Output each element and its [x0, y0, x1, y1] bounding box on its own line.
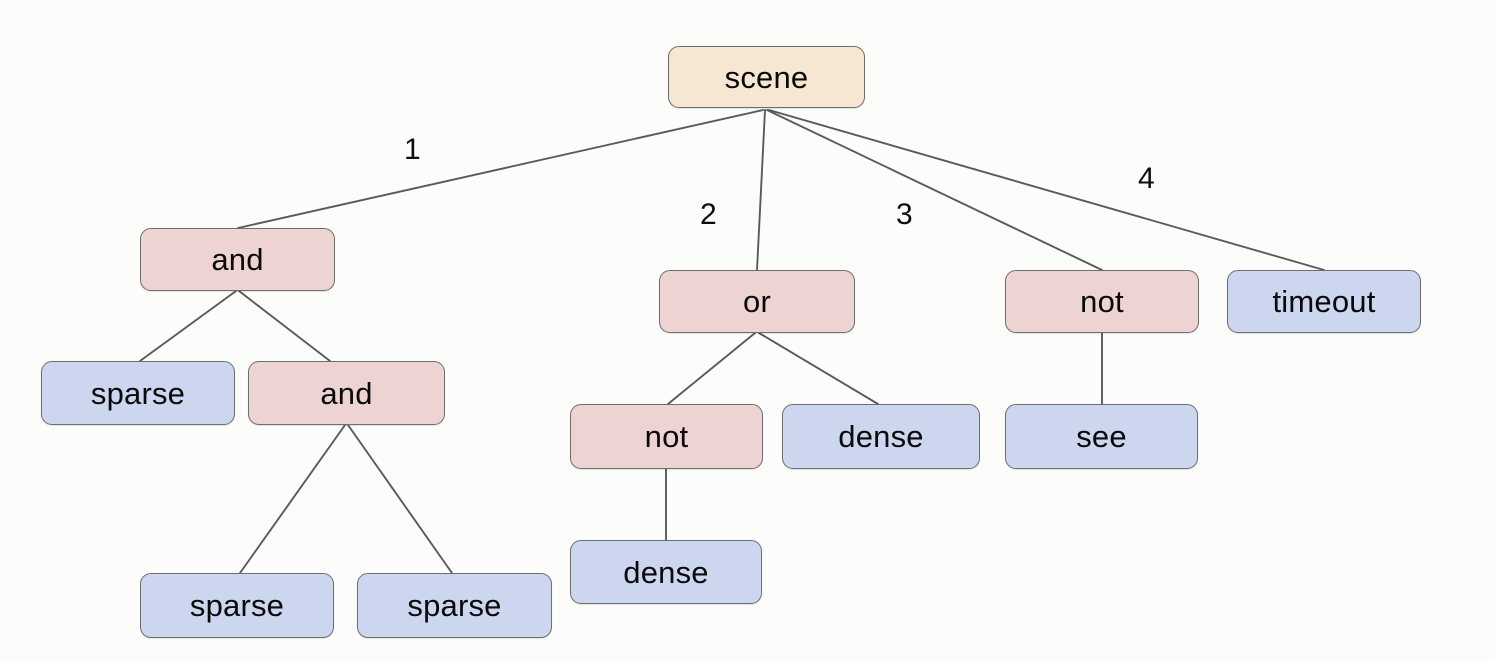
edge-label-1: 1 [404, 133, 421, 166]
tree-edge-scene-to-or1 [756, 109, 766, 271]
tree-node-not2[interactable]: not [570, 404, 763, 469]
tree-node-timeout1[interactable]: timeout [1227, 270, 1421, 333]
tree-edge-scene-to-timeout1 [768, 109, 1325, 271]
tree-edge-and1-to-sparse1 [139, 290, 237, 362]
tree-node-or1[interactable]: or [659, 270, 855, 333]
edge-label-3: 3 [896, 198, 913, 231]
tree-node-sparse3[interactable]: sparse [357, 573, 552, 638]
edge-label-2: 2 [700, 198, 717, 231]
tree-edge-and2-to-sparse3 [347, 424, 453, 574]
tree-node-scene[interactable]: scene [668, 46, 865, 108]
tree-edge-scene-to-and1 [237, 109, 764, 229]
tree-node-dense2[interactable]: dense [570, 540, 762, 604]
tree-node-dense1[interactable]: dense [782, 404, 980, 469]
tree-edge-and1-to-and2 [238, 290, 331, 362]
tree-node-sparse1[interactable]: sparse [41, 361, 235, 425]
tree-node-sparse2[interactable]: sparse [140, 573, 334, 638]
tree-edge-and2-to-sparse2 [239, 424, 346, 574]
tree-node-not1[interactable]: not [1005, 270, 1199, 333]
tree-node-and2[interactable]: and [248, 361, 445, 425]
tree-edge-or1-to-dense1 [758, 332, 879, 405]
tree-node-and1[interactable]: and [140, 228, 335, 291]
tree-edge-scene-to-not1 [766, 109, 1103, 271]
tree-edge-or1-to-not2 [667, 332, 756, 405]
tree-node-see1[interactable]: see [1005, 404, 1198, 469]
edge-label-4: 4 [1138, 162, 1155, 195]
